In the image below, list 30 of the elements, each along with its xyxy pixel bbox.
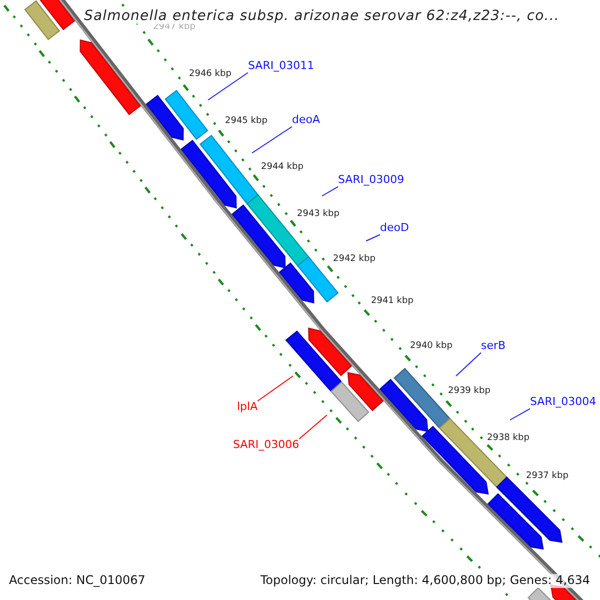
leader-line	[208, 72, 248, 100]
leader-line	[322, 186, 338, 196]
scale-label: 2943 kbp	[297, 209, 340, 220]
leader-line	[252, 126, 292, 154]
footer-text: Topology: circular; Length: 4,600,800 bp; Genes: 4,634	[260, 574, 590, 588]
leader-line	[510, 408, 530, 420]
scale-label: 2937 kbp	[526, 471, 568, 482]
scale-label: 2947 kbp	[153, 22, 196, 32]
scale-label: 2941 kbp	[371, 296, 414, 306]
scale-label: 2940 kbp	[410, 341, 452, 352]
leader-line	[257, 376, 294, 402]
gene-label: SARI_03011	[248, 60, 314, 73]
gene-label: SARI_03004	[530, 396, 596, 409]
footer-text: Accession: NC_010067	[9, 574, 146, 588]
leader-line	[298, 414, 328, 440]
gene-label: serB	[481, 340, 506, 353]
gene-label: lplA	[237, 401, 258, 414]
leader-line	[366, 234, 380, 242]
gene-label: SARI_03009	[338, 174, 404, 187]
scale-label: 2939 kbp	[448, 386, 490, 396]
gene-label: deoD	[380, 222, 409, 235]
title: Salmonella enterica subsp. arizonae serovar 62:z4,z23:--, co...	[84, 8, 560, 24]
scale-label: 2938 kbp	[487, 433, 530, 444]
scale-label: 2946 kbp	[189, 69, 232, 80]
scale-label: 2944 kbp	[261, 162, 304, 172]
scale-label: 2942 kbp	[333, 254, 376, 264]
gene-label: deoA	[292, 114, 320, 127]
gene-label: SARI_03006	[233, 439, 300, 452]
leader-line	[456, 352, 482, 376]
scale-label: 2945 kbp	[225, 116, 268, 126]
